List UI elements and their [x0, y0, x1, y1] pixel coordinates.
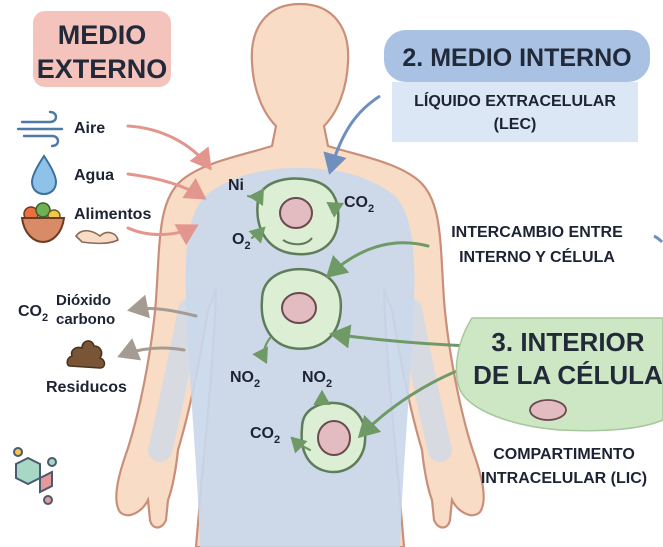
- nucleus-top: [279, 197, 313, 229]
- output-waste-label: Residucos: [46, 379, 127, 396]
- arm-icon: [74, 229, 119, 245]
- medio-externo-title-line1: MEDIO: [58, 20, 147, 50]
- intercambio-line1: INTERCAMBIO ENTRE: [451, 224, 623, 241]
- nucleus-bottom: [317, 420, 351, 456]
- output-co2-name-line1: Dióxido: [56, 292, 111, 309]
- output-co2-name-line2: carbono: [56, 311, 115, 328]
- lec-box: [392, 82, 638, 142]
- wind-icon: [16, 110, 64, 148]
- medio-externo-box: [33, 11, 171, 87]
- input-label-alimentos: Alimentos: [74, 206, 151, 223]
- label-o2: O2: [232, 231, 251, 252]
- input-arrows: [126, 124, 212, 246]
- interior-title-line1: 3. INTERIOR: [491, 327, 644, 357]
- water-drop-icon: [30, 154, 58, 196]
- cell-gas-arrows: [246, 188, 344, 454]
- interior-caption-line2: INTRACELULAR (LIC): [481, 470, 647, 487]
- molecule-icon: [13, 447, 57, 505]
- output-arrows: [117, 294, 198, 361]
- lec-subtitle-line1: LÍQUIDO EXTRACELULAR: [414, 91, 616, 110]
- input-label-agua: Agua: [74, 167, 114, 184]
- cell-top: [256, 177, 340, 256]
- medio-interno-box: [384, 30, 650, 82]
- interior-cell-shape: [455, 317, 663, 432]
- interior-caption-line1: COMPARTIMENTO: [493, 446, 635, 463]
- cell-bottom: [300, 401, 367, 474]
- medio-externo-title-line2: EXTERNO: [37, 54, 168, 84]
- lec-subtitle-line2: (LEC): [494, 116, 537, 133]
- input-label-aire: Aire: [74, 120, 105, 137]
- intercambio-line2: INTERNO Y CÉLULA: [459, 247, 615, 266]
- cell-middle: [260, 267, 343, 350]
- label-ni: Ni: [228, 177, 244, 194]
- interior-nucleus: [529, 399, 567, 421]
- nucleus-middle: [281, 292, 317, 324]
- waste-icon: [66, 340, 106, 369]
- food-bowl-icon: [20, 202, 66, 244]
- label-co2-bottom: CO2: [250, 425, 280, 446]
- intercambio-partial-arrow: [653, 234, 663, 244]
- interior-title-line2: DE LA CÉLULA: [473, 360, 663, 390]
- output-co2-symbol: CO2: [18, 303, 48, 324]
- label-co2-top: CO2: [344, 194, 374, 215]
- lec-arrow: [323, 94, 381, 175]
- label-no2-right: NO2: [302, 369, 332, 390]
- medio-interno-title: 2. MEDIO INTERNO: [402, 44, 631, 72]
- label-no2-left: NO2: [230, 369, 260, 390]
